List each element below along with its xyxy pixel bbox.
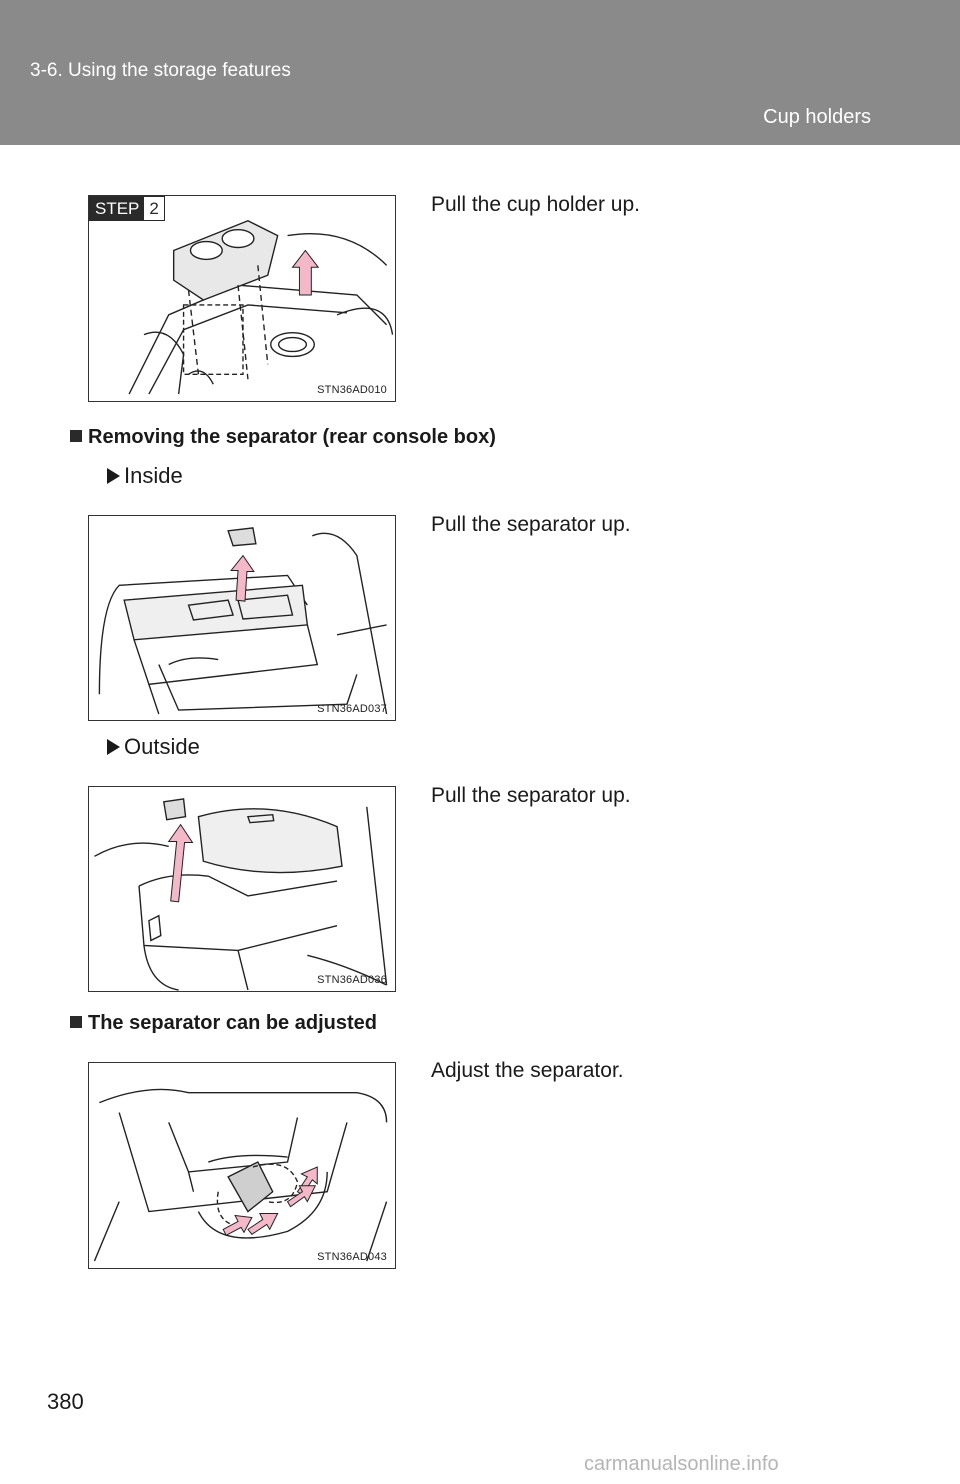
outside-label: Outside [107, 734, 200, 760]
inside-label: Inside [107, 463, 183, 489]
adjust-heading-text: The separator can be adjusted [88, 1012, 377, 1034]
inside-label-text: Inside [124, 463, 183, 488]
step-label: STEP [89, 196, 144, 221]
page-header: 3-6. Using the storage features Cup hold… [0, 0, 960, 145]
figure-inside: STN36AD037 [88, 515, 396, 721]
figure-code: STN36AD036 [317, 974, 387, 986]
figure-code: STN36AD037 [317, 703, 387, 715]
removing-heading: Removing the separator (rear console box… [70, 426, 496, 449]
triangle-bullet-icon [107, 468, 120, 484]
square-bullet-icon [70, 430, 82, 442]
page-subtitle: Cup holders [763, 106, 871, 128]
figure-outside: STN36AD036 [88, 786, 396, 992]
page-number: 380 [47, 1389, 84, 1414]
square-bullet-icon [70, 1016, 82, 1028]
inside-separator-illustration [98, 527, 388, 715]
adjust-separator-illustration [93, 1088, 388, 1262]
cup-holder-illustration [128, 219, 394, 395]
watermark: carmanualsonline.info [584, 1453, 779, 1475]
outside-text: Pull the separator up. [431, 784, 631, 807]
triangle-bullet-icon [107, 739, 120, 755]
figure-step2: STEP 2 STN36AD010 [88, 195, 396, 402]
adjust-text: Adjust the separator. [431, 1059, 624, 1082]
step-number: 2 [143, 196, 165, 221]
removing-heading-text: Removing the separator (rear console box… [88, 426, 496, 448]
section-title: 3-6. Using the storage features [30, 60, 291, 81]
step-badge: STEP 2 [89, 196, 165, 221]
adjust-heading: The separator can be adjusted [70, 1012, 377, 1035]
inside-text: Pull the separator up. [431, 513, 631, 536]
figure-code: STN36AD043 [317, 1251, 387, 1263]
figure-adjust: STN36AD043 [88, 1062, 396, 1269]
outside-separator-illustration [94, 798, 388, 991]
outside-label-text: Outside [124, 734, 200, 759]
figure-code: STN36AD010 [317, 384, 387, 396]
step2-text: Pull the cup holder up. [431, 193, 640, 216]
